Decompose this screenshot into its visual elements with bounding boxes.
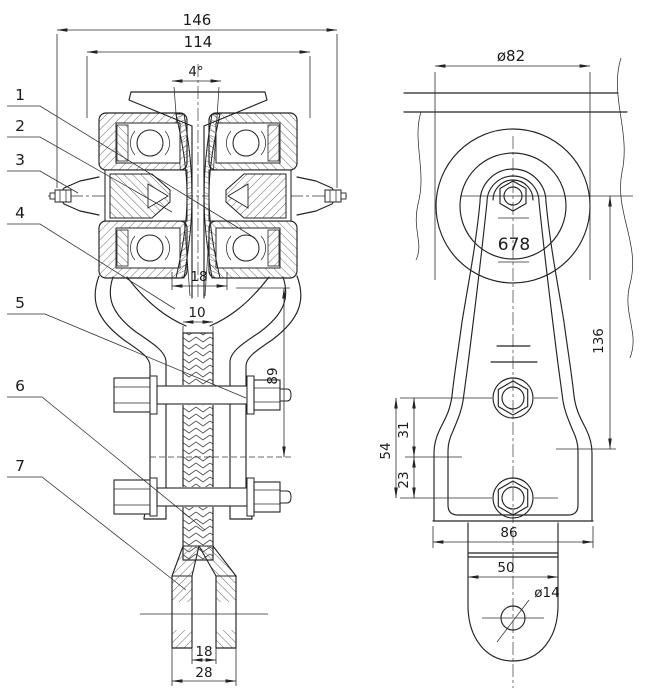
callout-2-number: 2	[15, 117, 25, 135]
dim-fork-inner: 18	[191, 644, 217, 664]
callout-6: 6	[7, 377, 206, 531]
dim-18a-text: 18	[190, 269, 207, 285]
callout-6-number: 6	[15, 377, 25, 395]
callout-3-number: 3	[15, 151, 25, 169]
callout-7: 7	[7, 457, 187, 591]
wheel-assembly-left	[98, 112, 193, 279]
dim-14-text: ø14	[534, 585, 559, 601]
dim-wheel-diameter: ø82	[434, 47, 591, 280]
dim-86-text: 86	[500, 525, 517, 541]
axle-nut	[499, 180, 527, 212]
callout-5-number: 5	[15, 294, 25, 312]
dim-width-outer: 146	[56, 11, 338, 188]
callout-1-number: 1	[15, 86, 25, 104]
stem-shackle-bar	[181, 332, 215, 561]
dim-18b-text: 18	[195, 644, 212, 660]
dim-50-text: 50	[497, 560, 514, 576]
dim-height-136: 136	[591, 195, 612, 450]
callout-5: 5	[7, 294, 247, 399]
callout-3: 3	[7, 151, 79, 194]
dim-plate-width: 86	[432, 525, 594, 548]
dim-hub-bore: 18	[171, 269, 228, 290]
dim-89-text: 89	[265, 367, 281, 384]
dim-stem-width: 10	[182, 305, 214, 333]
dim-span-54: 54	[378, 397, 398, 499]
callout-1: 1	[7, 86, 256, 239]
clevis-lug	[467, 522, 559, 662]
bolt-reference-lines	[400, 397, 616, 499]
fork-clevis	[140, 545, 268, 649]
dim-height-89: 89	[150, 287, 292, 458]
right-view-elevation: 678 ø82 136 54	[378, 47, 634, 688]
dim-span-23: 23	[396, 456, 416, 499]
dim-10-text: 10	[188, 305, 205, 321]
dim-28-text: 28	[195, 665, 212, 681]
dim-hole-diameter: ø14	[534, 585, 559, 601]
callout-4: 4	[7, 204, 176, 310]
dim-4deg-text: 4°	[188, 64, 203, 80]
dim-23-text: 23	[396, 471, 412, 488]
left-view-section: 146 114 4° 18 10 89	[7, 11, 348, 686]
dim-54-text: 54	[378, 442, 394, 459]
dim-fork-outer: 28	[171, 648, 237, 686]
callout-4-number: 4	[15, 204, 25, 222]
dim-136-text: 136	[591, 328, 607, 354]
dim-114-text: 114	[184, 33, 213, 51]
wheel-assembly-right	[203, 112, 298, 279]
dim-lug-width: 50	[467, 560, 559, 579]
label-678-text: 678	[498, 235, 530, 255]
callout-7-number: 7	[15, 457, 25, 475]
dim-tread-angle: 4°	[171, 64, 222, 83]
dim-82-text: ø82	[497, 47, 525, 65]
dim-width-inner: 114	[86, 33, 311, 118]
center-label-678: 678	[498, 217, 530, 263]
dim-31-text: 31	[396, 421, 412, 438]
dim-span-31: 31	[396, 397, 416, 458]
dim-146-text: 146	[183, 11, 212, 29]
callout-2: 2	[7, 117, 173, 213]
